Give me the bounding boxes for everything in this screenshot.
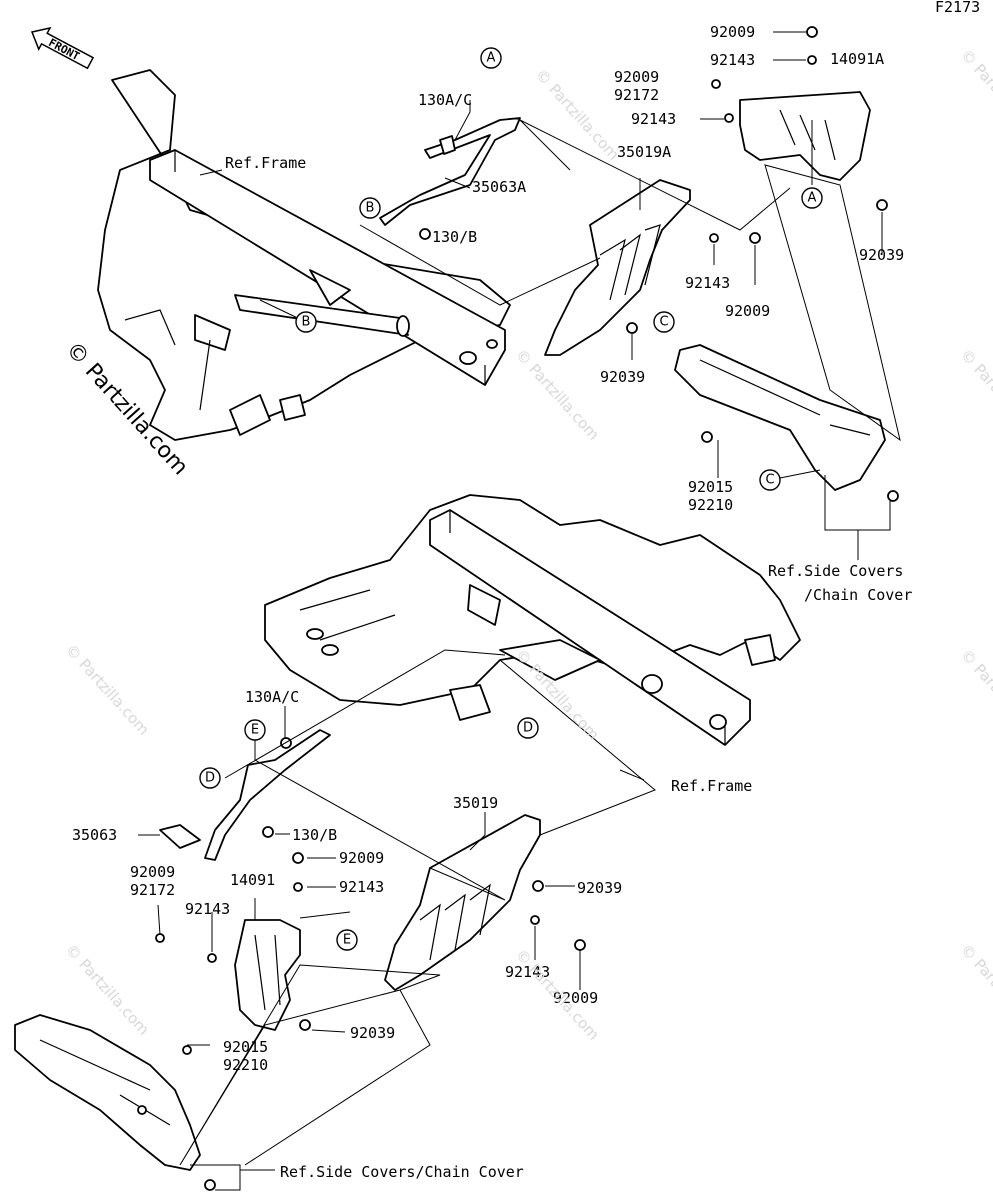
top-nut-label: 92015 — [688, 478, 733, 496]
top-chain-cover — [674, 344, 886, 491]
bottom-ref-frame-label: Ref.Frame — [671, 777, 752, 795]
bottom-screw-1-label: 92009 — [130, 863, 175, 881]
bottom-bolt-b-label: 130/B — [292, 826, 337, 844]
bottom-ref-side-covers-label: Ref.Side Covers/Chain Cover — [280, 1163, 524, 1181]
svg-text:D: D — [523, 721, 533, 736]
top-ref-frame-label: Ref.Frame — [225, 154, 306, 172]
top-ref-side-covers-line1: Ref.Side Covers — [768, 562, 903, 580]
top-washer-3-label: 92143 — [685, 274, 730, 292]
bottom-nut-2-label: 92210 — [223, 1056, 268, 1074]
bottom-guard-35019 — [384, 814, 541, 991]
bottom-washer-2-label: 92143 — [185, 900, 230, 918]
watermark-faint-8: © Partzilla.com — [957, 346, 993, 444]
top-bolt-2-label: 92172 — [614, 86, 659, 104]
bottom-callout-d-bracket: D — [199, 767, 221, 789]
top-cover-label: 14091A — [830, 50, 884, 68]
bottom-bracket-label: 35063 — [72, 826, 117, 844]
svg-text:B: B — [302, 315, 311, 330]
svg-text:A: A — [808, 191, 817, 206]
bottom-bolt-2-label: 92172 — [130, 881, 175, 899]
top-screw-3-label: 92009 — [725, 302, 770, 320]
top-bracket-35063a — [379, 117, 521, 226]
bottom-callout-e-upper: E — [244, 719, 266, 741]
watermark-faint-2: © Partzilla.com — [512, 346, 603, 444]
bottom-guard-label: 35019 — [453, 794, 498, 812]
bottom-callout-e-lower: E — [336, 929, 358, 951]
bottom-cover-14091 — [234, 919, 301, 1031]
svg-text:C: C — [765, 473, 774, 488]
figure-code: F2173 — [935, 0, 980, 16]
bottom-clip-2-label: 92039 — [350, 1024, 395, 1042]
bottom-clip-1-label: 92039 — [577, 879, 622, 897]
top-washer-1-label: 92143 — [710, 51, 755, 69]
top-callout-a-cover: A — [801, 187, 823, 209]
top-callout-a-upper: A — [480, 47, 502, 69]
top-clip-1-label: 92039 — [859, 246, 904, 264]
watermark-faint-9: © Partzilla.com — [957, 646, 993, 744]
bottom-assembly: D E D E 130A/C Ref.Frame 35019 35063 130… — [14, 494, 801, 1191]
top-callout-b-left: B — [359, 197, 381, 219]
top-bolt-b-label: 130/B — [432, 228, 477, 246]
top-guard-35019a — [544, 179, 691, 356]
bottom-callout-d-frame: D — [517, 717, 539, 739]
front-arrow-icon: FRONT — [30, 26, 95, 70]
front-arrow-label: FRONT — [46, 36, 82, 63]
top-cover-14091a — [739, 91, 871, 181]
bottom-bracket-bolt-label: 130A/C — [245, 688, 299, 706]
top-ref-side-covers-line2: /Chain Cover — [804, 586, 912, 604]
svg-text:A: A — [487, 51, 496, 66]
bottom-cover-label: 14091 — [230, 871, 275, 889]
top-bracket-label: 35063A — [472, 178, 526, 196]
top-callout-b-frame: B — [295, 311, 317, 333]
top-bracket-bolt-label: 130A/C — [418, 91, 472, 109]
bottom-screw-3-label: 92009 — [553, 989, 598, 1007]
bottom-washer-top-label: 92143 — [339, 878, 384, 896]
top-nut-2-label: 92210 — [688, 496, 733, 514]
top-guard-label: 35019A — [617, 143, 671, 161]
bottom-nut-label: 92015 — [223, 1038, 268, 1056]
bottom-screw-top-label: 92009 — [339, 849, 384, 867]
top-clip-2-label: 92039 — [600, 368, 645, 386]
bottom-bracket-35063 — [204, 729, 331, 861]
svg-text:D: D — [205, 771, 215, 786]
watermark-faint-5: © Partzilla.com — [62, 941, 153, 1039]
svg-text:B: B — [366, 201, 375, 216]
top-callout-c-guard: C — [653, 311, 675, 333]
top-callout-c-chain: C — [759, 469, 781, 491]
top-assembly: A B B A C C Ref.Frame 130A/C 35063A 130/… — [97, 23, 912, 604]
top-screw-2-label: 92009 — [614, 68, 659, 86]
top-washer-2-label: 92143 — [631, 110, 676, 128]
watermark-faint-10: © Partzilla.com — [957, 941, 993, 1039]
bottom-washer-3-label: 92143 — [505, 963, 550, 981]
watermark-faint-3: © Partzilla.com — [62, 641, 153, 739]
svg-text:E: E — [251, 723, 259, 738]
svg-text:C: C — [659, 315, 668, 330]
top-cross-tube — [234, 294, 409, 336]
top-screw-1-label: 92009 — [710, 23, 755, 41]
bottom-chain-cover — [14, 1014, 201, 1171]
svg-text:E: E — [343, 933, 351, 948]
watermark-faint-7: © Partzilla.com — [957, 46, 993, 144]
